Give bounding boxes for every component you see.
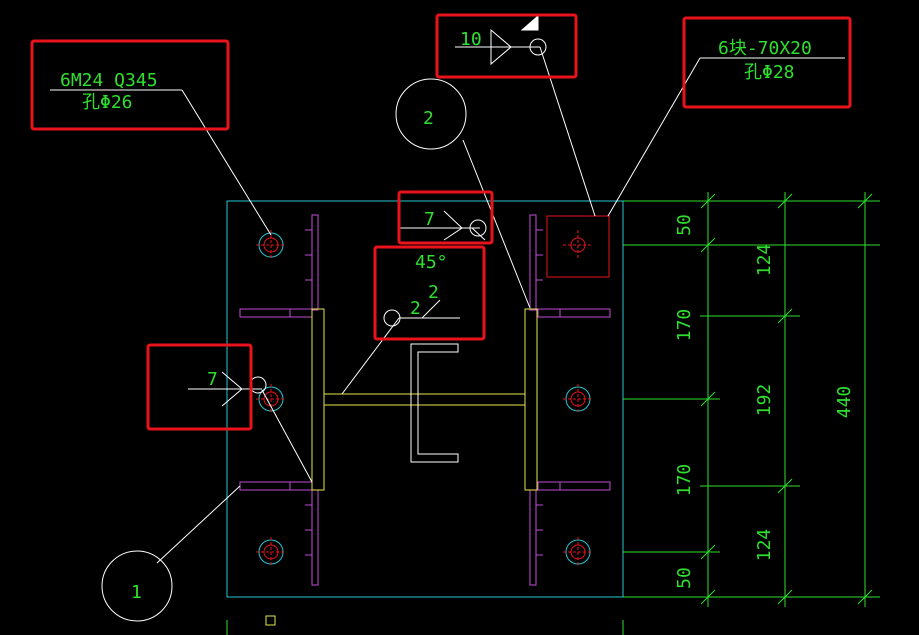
weld-left-size: 7 <box>207 369 218 390</box>
dim-outer-1: 50 <box>674 214 695 236</box>
bolt-spec-line1: 6M24 Q345 <box>60 70 158 91</box>
annotation-texts: 6M24 Q345 孔Φ26 10 6块-70X20 孔Φ28 7 45° 2 … <box>60 29 812 603</box>
dim-outer-4: 50 <box>674 567 695 589</box>
point-marker <box>265 615 276 626</box>
washer-spec-line1: 6块-70X20 <box>718 38 812 59</box>
channel-section <box>410 343 459 463</box>
callout-circles <box>101 78 467 622</box>
weld-flange-size: 7 <box>424 209 435 230</box>
h-column-section <box>311 308 538 491</box>
bevel-angle: 45° <box>415 252 448 273</box>
anchor-bolt <box>256 537 286 567</box>
highlight-bevel <box>373 245 486 341</box>
highlight-weld-left <box>146 343 253 431</box>
weld-symbols <box>221 14 547 407</box>
highlight-boxes <box>30 13 852 431</box>
weld-top-size: 10 <box>460 29 482 50</box>
column-flange-left <box>311 308 325 491</box>
bevel-weld-right: 2 <box>428 282 439 303</box>
plate-extension-lines <box>226 620 624 635</box>
highlight-weld-top <box>435 13 578 79</box>
callout-circle-2 <box>395 78 467 150</box>
dim-inner-1: 124 <box>754 244 775 277</box>
bolt-spec-line2: 孔Φ26 <box>82 92 133 113</box>
anchor-bolt <box>563 537 593 567</box>
callout-1-label: 1 <box>131 582 142 603</box>
highlight-weld-flange <box>397 190 494 245</box>
anchor-bolt <box>563 384 593 414</box>
callout-2-label: 2 <box>423 108 434 129</box>
dimension-lines <box>623 192 880 607</box>
dim-inner-3: 124 <box>754 529 775 562</box>
dim-outer-2: 170 <box>674 309 695 342</box>
callout-circle-1 <box>101 550 173 622</box>
highlight-bolt-spec <box>30 39 230 131</box>
washer-plate <box>546 215 610 278</box>
dimension-texts: 50 170 170 50 124 192 124 440 <box>674 214 855 589</box>
washer-spec-line2: 孔Φ28 <box>744 62 795 83</box>
bevel-weld-left: 2 <box>410 298 421 319</box>
stiffener-ticks <box>305 229 543 556</box>
dim-overall: 440 <box>834 386 855 419</box>
dim-outer-3: 170 <box>674 464 695 497</box>
anchor-bolt <box>563 230 593 260</box>
highlight-washer-spec <box>682 16 852 109</box>
dim-inner-2: 192 <box>754 384 775 417</box>
column-flange-right <box>524 308 538 491</box>
